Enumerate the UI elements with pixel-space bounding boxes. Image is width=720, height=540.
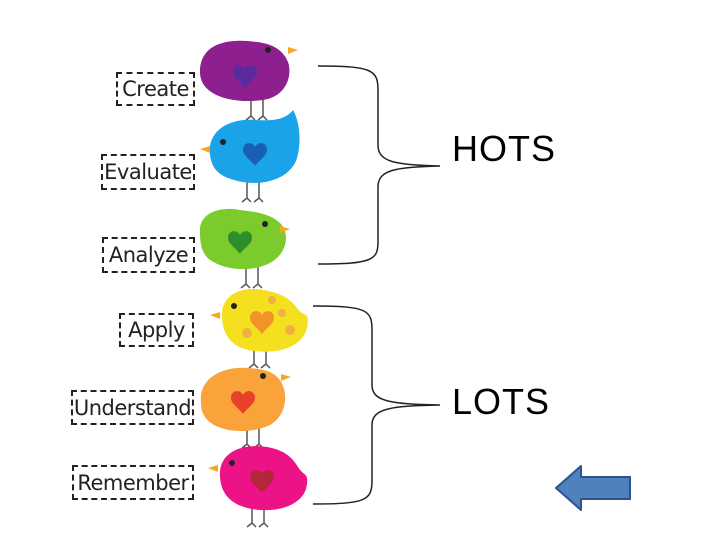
level-label-understand: Understand xyxy=(71,390,194,425)
bird-remember xyxy=(208,446,308,528)
bird-understand xyxy=(200,367,291,449)
level-label-analyze: Analyze xyxy=(102,237,195,273)
bird-create xyxy=(200,40,298,121)
back-button[interactable] xyxy=(555,465,631,511)
lots-label: LOTS xyxy=(452,381,551,422)
level-label-create: Create xyxy=(116,72,195,106)
hots-brace xyxy=(317,65,441,265)
level-label-remember: Remember xyxy=(72,465,194,500)
level-label-evaluate: Evaluate xyxy=(101,154,195,190)
bird-analyze xyxy=(199,208,290,289)
bird-evaluate xyxy=(200,110,300,203)
bird-apply xyxy=(210,289,308,369)
lots-brace xyxy=(312,305,441,505)
hots-label: HOTS xyxy=(452,128,557,169)
level-label-apply: Apply xyxy=(119,313,194,347)
back-arrow-icon xyxy=(555,465,631,511)
